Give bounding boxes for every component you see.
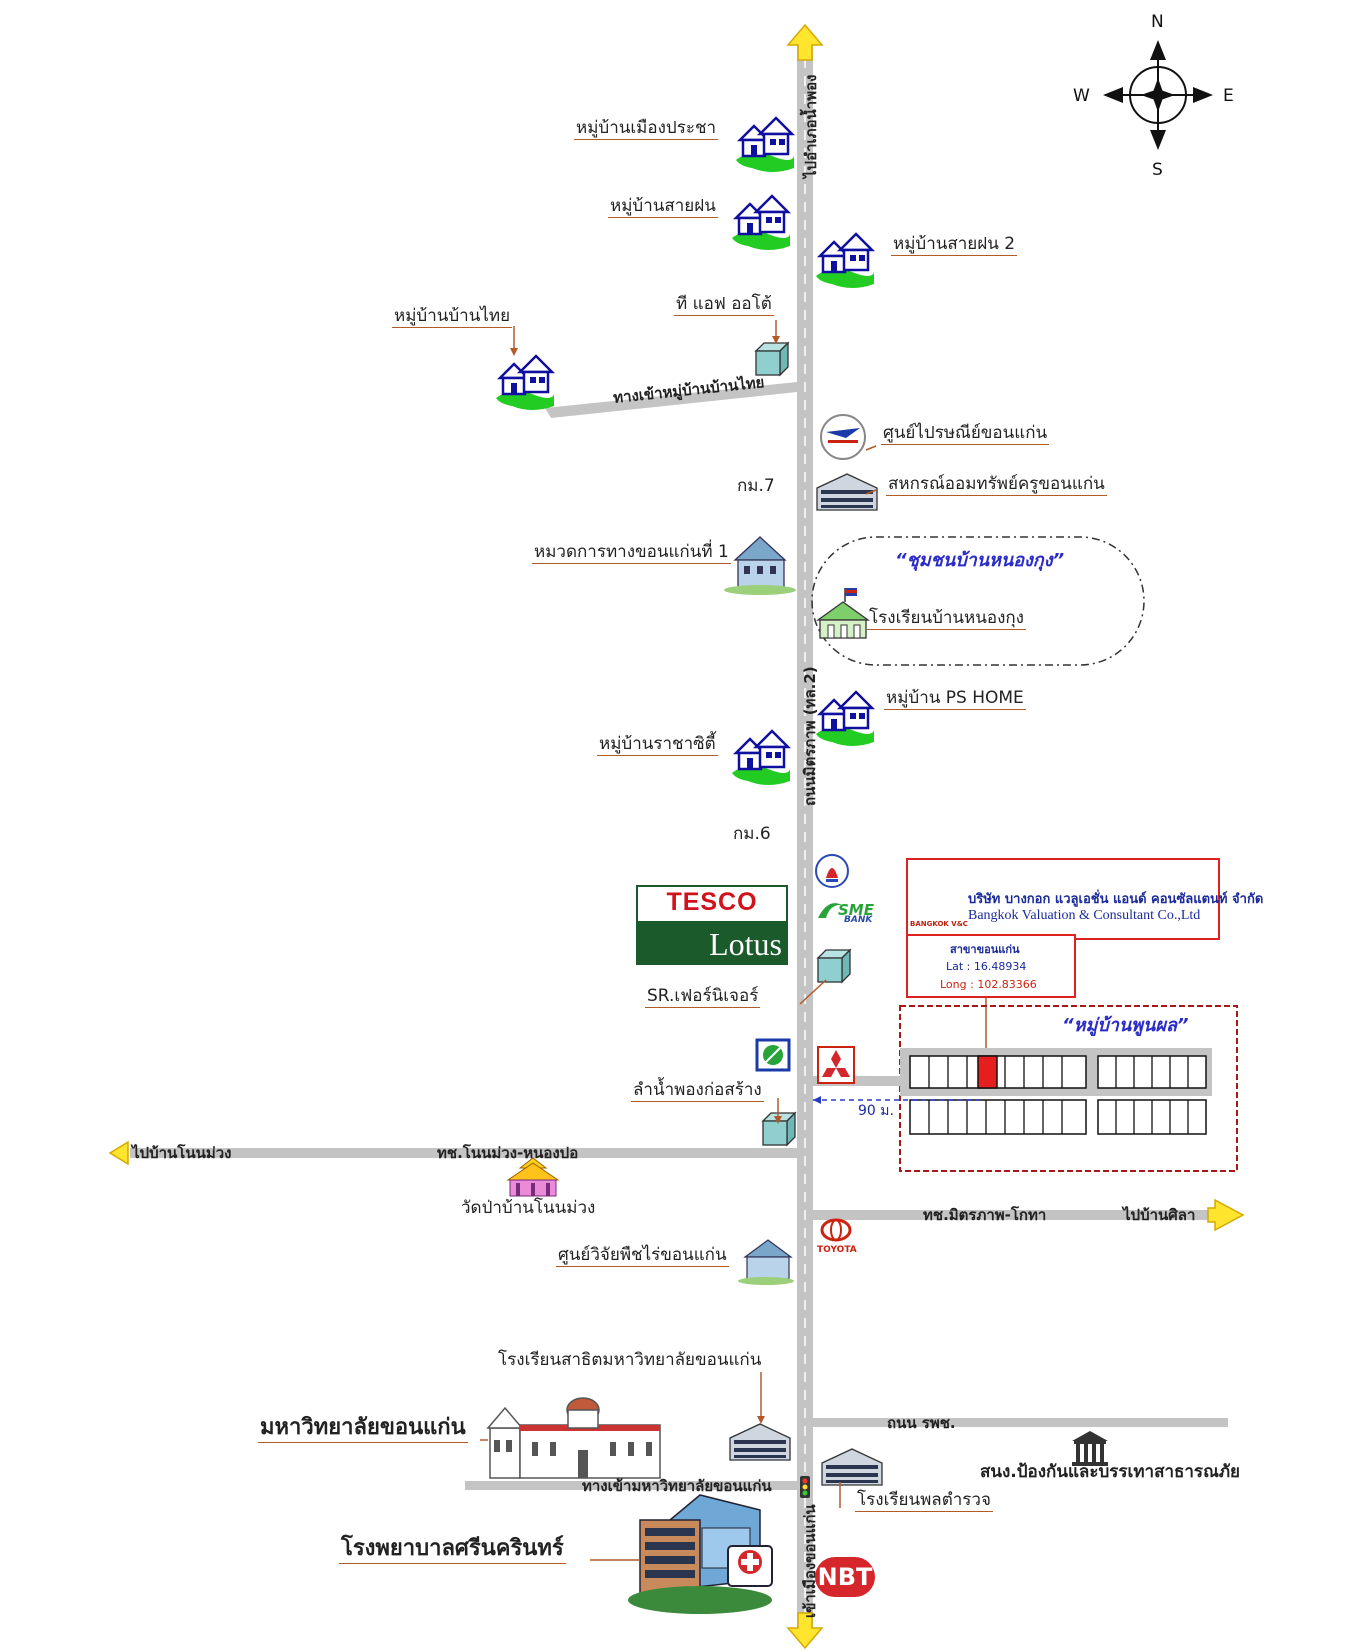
latitude-value: Lat : 16.48934 bbox=[946, 960, 1027, 973]
kku-road-label: ทางเข้ามหาวิทยาลัยขอนแก่น bbox=[582, 1477, 772, 1495]
sme-bank-text: BANK bbox=[844, 915, 873, 925]
sai-fon-label: หมู่บ้านสายฝน bbox=[608, 196, 718, 218]
office-building-icon bbox=[729, 1423, 791, 1461]
post-center-label: ศูนย์ไปรษณีย์ขอนแก่น bbox=[881, 423, 1050, 445]
company-info-box: บริษัท บางกอก แวลูเอชั่น แอนด์ คอนซัลแตน… bbox=[906, 858, 1263, 940]
company-name-th: บริษัท บางกอก แวลูเอชั่น แอนด์ คอนซัลแตน… bbox=[968, 892, 1264, 907]
kku-label: มหาวิทยาลัยขอนแก่น bbox=[258, 1415, 468, 1443]
north-arrow-icon bbox=[786, 23, 824, 61]
house-icon bbox=[814, 690, 876, 748]
house-icon bbox=[734, 116, 796, 174]
thailand-post-icon bbox=[820, 414, 866, 460]
field-crop-research-label: ศูนย์วิจัยพืชไร่ขอนแก่น bbox=[556, 1245, 729, 1267]
house-icon bbox=[814, 232, 876, 290]
south-arrow-icon bbox=[786, 1612, 824, 1650]
east-arrow-icon bbox=[1207, 1198, 1245, 1232]
lots-row-lower bbox=[909, 1099, 1207, 1135]
compass-south-label: S bbox=[1152, 160, 1163, 180]
sme-text: SME bbox=[838, 901, 874, 919]
ps-home-label: หมู่บ้าน PS HOME bbox=[884, 688, 1026, 710]
sme-bank-logo: SME BANK bbox=[838, 901, 874, 925]
west-destination-label: ไปบ้านโนนม่วง bbox=[132, 1144, 232, 1162]
nbt-logo: NBT bbox=[815, 1557, 875, 1597]
tesco-text: TESCO bbox=[636, 885, 788, 923]
lots-row-upper bbox=[909, 1055, 1207, 1089]
km6-marker-label: กม.6 bbox=[733, 824, 771, 844]
police-school-label: โรงเรียนพลตำรวจ bbox=[855, 1490, 993, 1512]
school-nongkung-label: โรงเรียนบ้านหนองกุง bbox=[867, 608, 1026, 630]
hospital-building-icon bbox=[628, 1494, 773, 1614]
mueang-pracha-label: หมู่บ้านเมืองประชา bbox=[574, 118, 719, 140]
to-khon-kaen-city-label: เข้าเมืองขอนแก่น bbox=[801, 1504, 819, 1618]
east-road bbox=[813, 1210, 1213, 1220]
sr-furniture-label: SR.เฟอร์นิเจอร์ bbox=[645, 986, 761, 1008]
branch-label: สาขาขอนแก่น bbox=[950, 943, 1020, 956]
rpch-road bbox=[813, 1418, 1228, 1427]
temple-icon bbox=[506, 1157, 560, 1197]
research-center-building-icon bbox=[738, 1239, 794, 1285]
community-nongkung-label: “ชุมชนบ้านหนองกุง” bbox=[895, 550, 1065, 571]
disaster-office-label: สนง.ป้องกันและบรรเทาสาธารณภัย bbox=[980, 1462, 1241, 1482]
sme-bank-logo-icon bbox=[818, 903, 842, 918]
tf-auto-label: ที แอฟ ออโต้ bbox=[674, 294, 774, 316]
toyota-logo-icon bbox=[820, 1218, 852, 1242]
distance-label: 90 ม. bbox=[858, 1103, 894, 1119]
highway-dept-label: หมวดการทางขอนแก่นที่ 1 bbox=[532, 542, 731, 564]
east-destination-label: ไปบ้านศิลา bbox=[1123, 1206, 1196, 1224]
office-building-icon bbox=[821, 1448, 883, 1486]
compass-icon bbox=[1103, 40, 1213, 150]
house-icon bbox=[494, 354, 556, 412]
west-arrow-icon bbox=[108, 1140, 129, 1166]
office-building-icon bbox=[816, 473, 878, 511]
teacher-coop-label: สหกรณ์ออมทรัพย์ครูขอนแก่น bbox=[886, 474, 1107, 496]
lotus-text: Lotus bbox=[636, 923, 788, 965]
school-icon bbox=[815, 588, 871, 639]
highway-dept-building-icon bbox=[724, 536, 796, 595]
ptt-logo-icon bbox=[815, 854, 849, 888]
kku-road bbox=[465, 1481, 797, 1490]
compass-east-label: E bbox=[1223, 86, 1234, 106]
satit-school-label: โรงเรียนสาธิตมหาวิทยาลัยขอนแก่น bbox=[498, 1350, 762, 1370]
house-icon bbox=[730, 194, 792, 252]
coordinate-box: สาขาขอนแก่น Lat : 16.48934 Long : 102.83… bbox=[906, 934, 1076, 998]
lam-nam-phong-label: ลำน้ำพองก่อสร้าง bbox=[631, 1080, 764, 1102]
racha-city-label: หมู่บ้านราชาซิตี้ bbox=[597, 734, 718, 756]
kku-building-icon bbox=[486, 1397, 661, 1479]
longitude-value: Long : 102.83366 bbox=[940, 978, 1037, 991]
company-logo-text: BANGKOK V&C bbox=[910, 920, 968, 928]
bangchak-logo-icon bbox=[755, 1038, 791, 1072]
srinagarind-hospital-label: โรงพยาบาลศรีนครินทร์ bbox=[339, 1536, 566, 1564]
compass-north-label: N bbox=[1151, 12, 1164, 32]
subject-property-lot bbox=[977, 1055, 998, 1089]
rpch-road-label: ถนน รพช. bbox=[887, 1414, 956, 1432]
main-road-label: ถนนมิตรภาพ (ทล.2) bbox=[801, 666, 819, 806]
traffic-light-icon bbox=[800, 1476, 810, 1498]
poon-phon-village-label: “หมู่บ้านพูนผล” bbox=[1062, 1015, 1189, 1036]
compass-west-label: W bbox=[1073, 86, 1090, 106]
km7-marker-label: กม.7 bbox=[737, 476, 775, 496]
mitsubishi-logo-icon bbox=[817, 1046, 855, 1084]
community-boundary bbox=[811, 536, 1145, 666]
company-name-en: Bangkok Valuation & Consultant Co.,Ltd bbox=[968, 908, 1201, 923]
to-nam-phong-label: ไปอำเภอน้ำพอง bbox=[802, 74, 820, 178]
building-box-icon bbox=[817, 949, 851, 983]
tesco-lotus-logo: TESCO Lotus bbox=[636, 885, 788, 965]
wat-pa-label: วัดป่าบ้านโนนม่วง bbox=[461, 1198, 596, 1218]
house-icon bbox=[730, 729, 792, 787]
west-road-label: ทช.โนนม่วง-หนองปอ bbox=[437, 1144, 579, 1162]
sai-fon-2-label: หมู่บ้านสายฝน 2 bbox=[891, 234, 1018, 256]
ban-thai-road bbox=[545, 382, 797, 418]
west-road bbox=[130, 1148, 798, 1158]
toyota-text: TOYOTA bbox=[817, 1245, 857, 1255]
ban-thai-label: หมู่บ้านบ้านไทย bbox=[392, 306, 513, 328]
government-office-icon bbox=[1072, 1431, 1108, 1466]
east-road-label: ทช.มิตรภาพ-โกทา bbox=[923, 1206, 1047, 1224]
